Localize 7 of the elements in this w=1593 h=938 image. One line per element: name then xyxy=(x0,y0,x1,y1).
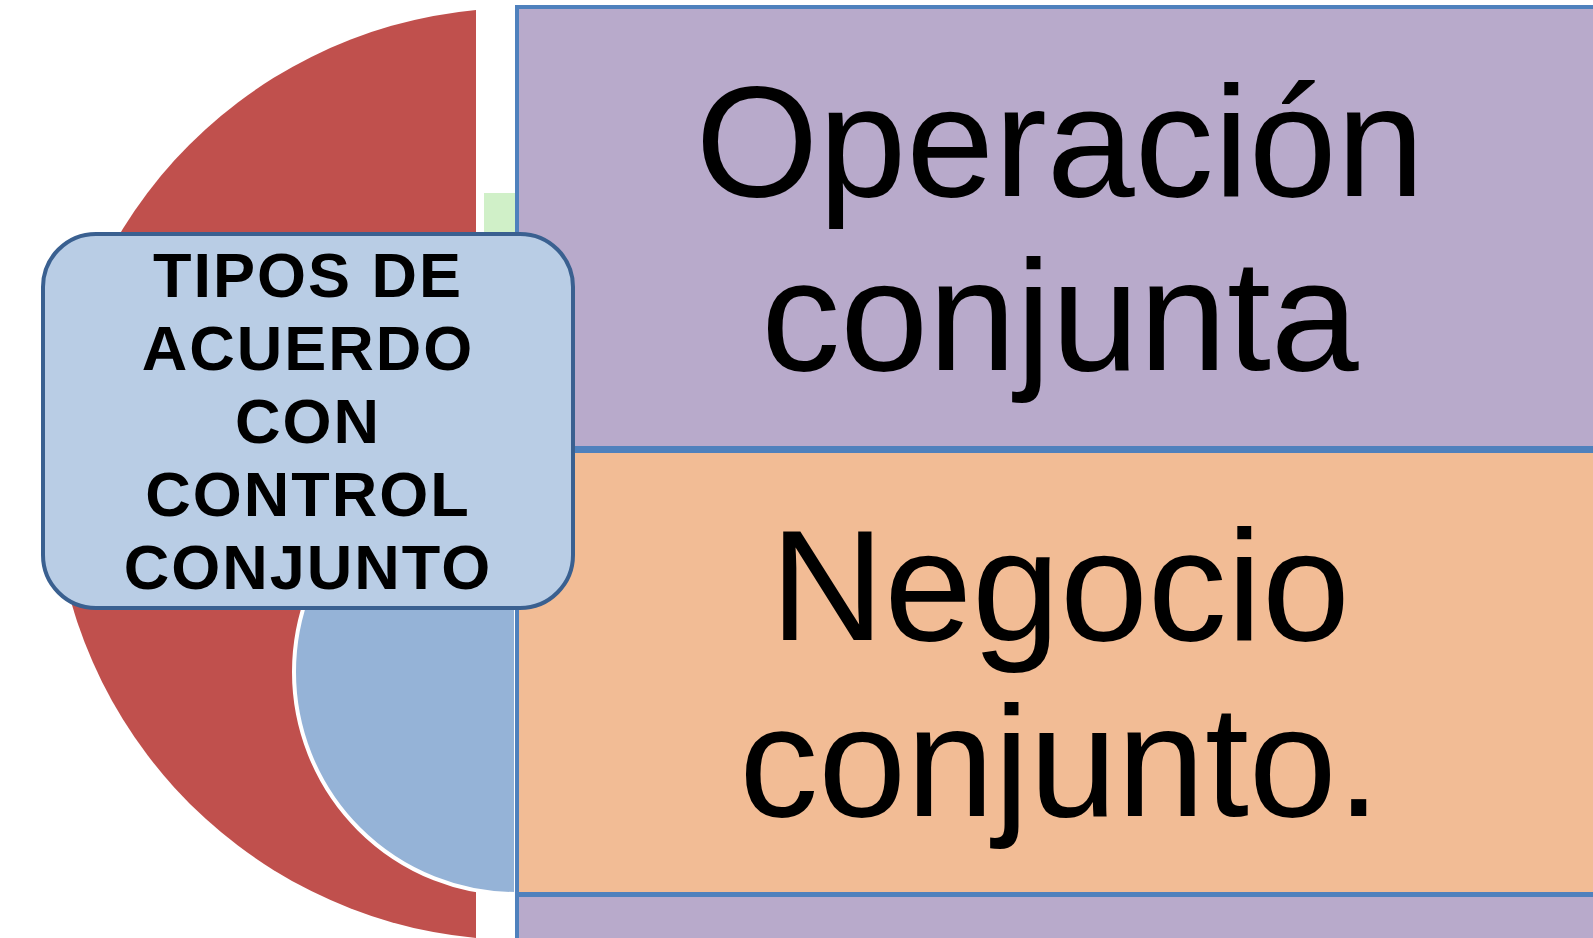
category-label: Operación conjunta xyxy=(694,53,1426,402)
category-box xyxy=(515,893,1593,938)
title-box xyxy=(41,232,575,610)
title-text: TIPOS DE ACUERDO CON CONTROL CONJUNTO xyxy=(122,238,494,604)
category-box xyxy=(515,449,1593,896)
category-label: Negocio conjunto. xyxy=(738,496,1382,849)
category-box xyxy=(515,5,1593,450)
